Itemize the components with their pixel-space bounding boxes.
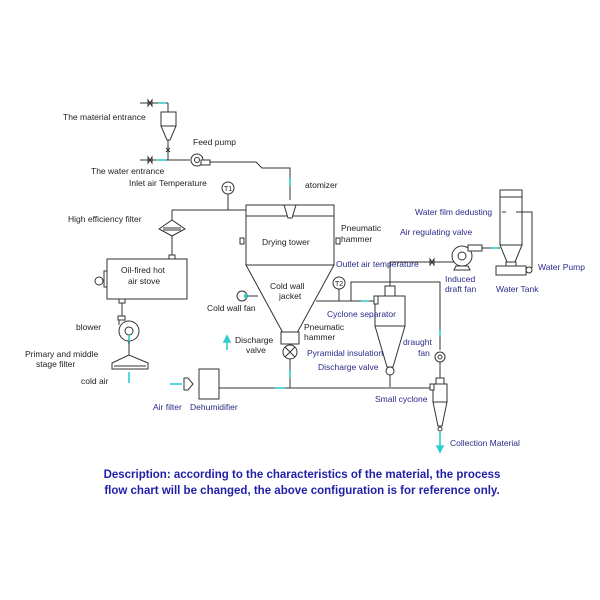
drying-tower (239, 204, 341, 388)
draught-fan-icon (434, 351, 446, 363)
label-induced-draft-fan-1: Induced (445, 274, 476, 284)
label-outlet-air-temperature: Outlet air temperature (336, 259, 419, 269)
label-draught-fan-2: fan (418, 348, 430, 358)
label-cyclone-separator: Cyclone separator (327, 309, 396, 319)
label-primary-filter-1: Primary and middle (25, 349, 98, 359)
hammer-right-icon (335, 237, 341, 245)
label-draught-fan-1: draught (403, 337, 432, 347)
label-small-cyclone: Small cyclone (375, 394, 428, 404)
description-line-2: flow chart will be changed, the above co… (104, 485, 499, 497)
label-discharge-valve-2: valve (246, 345, 266, 355)
hammer-left-icon (239, 237, 245, 245)
label-pneumatic-hammer-bottom-2: hammer (304, 332, 335, 342)
cyclone-discharge-valve-icon (385, 366, 395, 376)
label-material-entrance: The material entrance (63, 112, 146, 122)
label-dehumidifier: Dehumidifier (190, 402, 238, 412)
cyclone-separator (373, 261, 470, 387)
label-t1: T1 (224, 186, 232, 193)
label-cold-air: cold air (81, 376, 109, 386)
t2-sensor (332, 276, 346, 301)
label-air-filter: Air filter (153, 402, 182, 412)
label-water-pump: Water Pump (538, 262, 585, 272)
label-discharge-valve-1: Discharge (235, 335, 274, 345)
dehumidifier (198, 368, 220, 400)
water-film-dedusting (495, 189, 533, 276)
label-stove-1: Oil-fired hot (121, 265, 166, 275)
label-inlet-air-temperature: Inlet air Temperature (129, 178, 207, 188)
atomizer-icon (283, 204, 297, 219)
small-cyclone (429, 377, 448, 454)
label-pyramidal-insulation: Pyramidal insulation (307, 348, 383, 358)
t1-sensor (221, 181, 235, 210)
label-cold-wall-jacket-2: jacket (278, 291, 302, 301)
water-pump-icon (525, 266, 533, 274)
primary-filter (111, 354, 149, 383)
feed-pump (190, 153, 291, 200)
cold-wall-fan (236, 290, 258, 302)
label-pneumatic-hammer-top-2: hammer (341, 234, 372, 244)
label-water-entrance: The water entrance (91, 166, 165, 176)
label-water-film-dedusting: Water film dedusting (415, 207, 492, 217)
material-valve-icon (147, 98, 153, 108)
label-pneumatic-hammer-bottom-1: Pneumatic (304, 322, 345, 332)
label-cold-wall-fan: Cold wall fan (207, 303, 256, 313)
label-induced-draft-fan-2: draft fan (445, 284, 476, 294)
label-drying-tower: Drying tower (262, 237, 310, 247)
high-efficiency-filter (158, 219, 186, 255)
label-blower: blower (76, 322, 101, 332)
label-pneumatic-hammer-top-1: Pneumatic (341, 223, 382, 233)
label-primary-filter-2: stage filter (36, 359, 75, 369)
air-filter (170, 377, 194, 391)
label-air-regulating-valve: Air regulating valve (400, 227, 473, 237)
label-atomizer: atomizer (305, 180, 338, 190)
water-valve-icon (147, 155, 153, 165)
oil-fired-stove (94, 254, 188, 316)
label-cold-wall-jacket-1: Cold wall (270, 281, 305, 291)
burner-icon (94, 276, 104, 286)
label-t2: T2 (335, 281, 343, 288)
induced-draft-fan (429, 244, 500, 271)
draught-fan (434, 351, 446, 380)
label-feed-pump: Feed pump (193, 137, 236, 147)
label-high-efficiency-filter: High efficiency filter (68, 214, 142, 224)
description-line-1: Description: according to the characteri… (104, 469, 501, 481)
air-regulating-valve-icon (429, 257, 435, 267)
blower (117, 315, 140, 355)
label-discharge-valve-cyclone: Discharge valve (318, 362, 379, 372)
material-hopper (140, 98, 177, 160)
water-inlet (140, 155, 190, 165)
air-filter-icon (183, 377, 194, 391)
label-collection-material: Collection Material (450, 438, 520, 448)
hopper-valve-icon (165, 147, 171, 153)
label-water-tank: Water Tank (496, 284, 539, 294)
label-stove-2: air stove (128, 276, 160, 286)
